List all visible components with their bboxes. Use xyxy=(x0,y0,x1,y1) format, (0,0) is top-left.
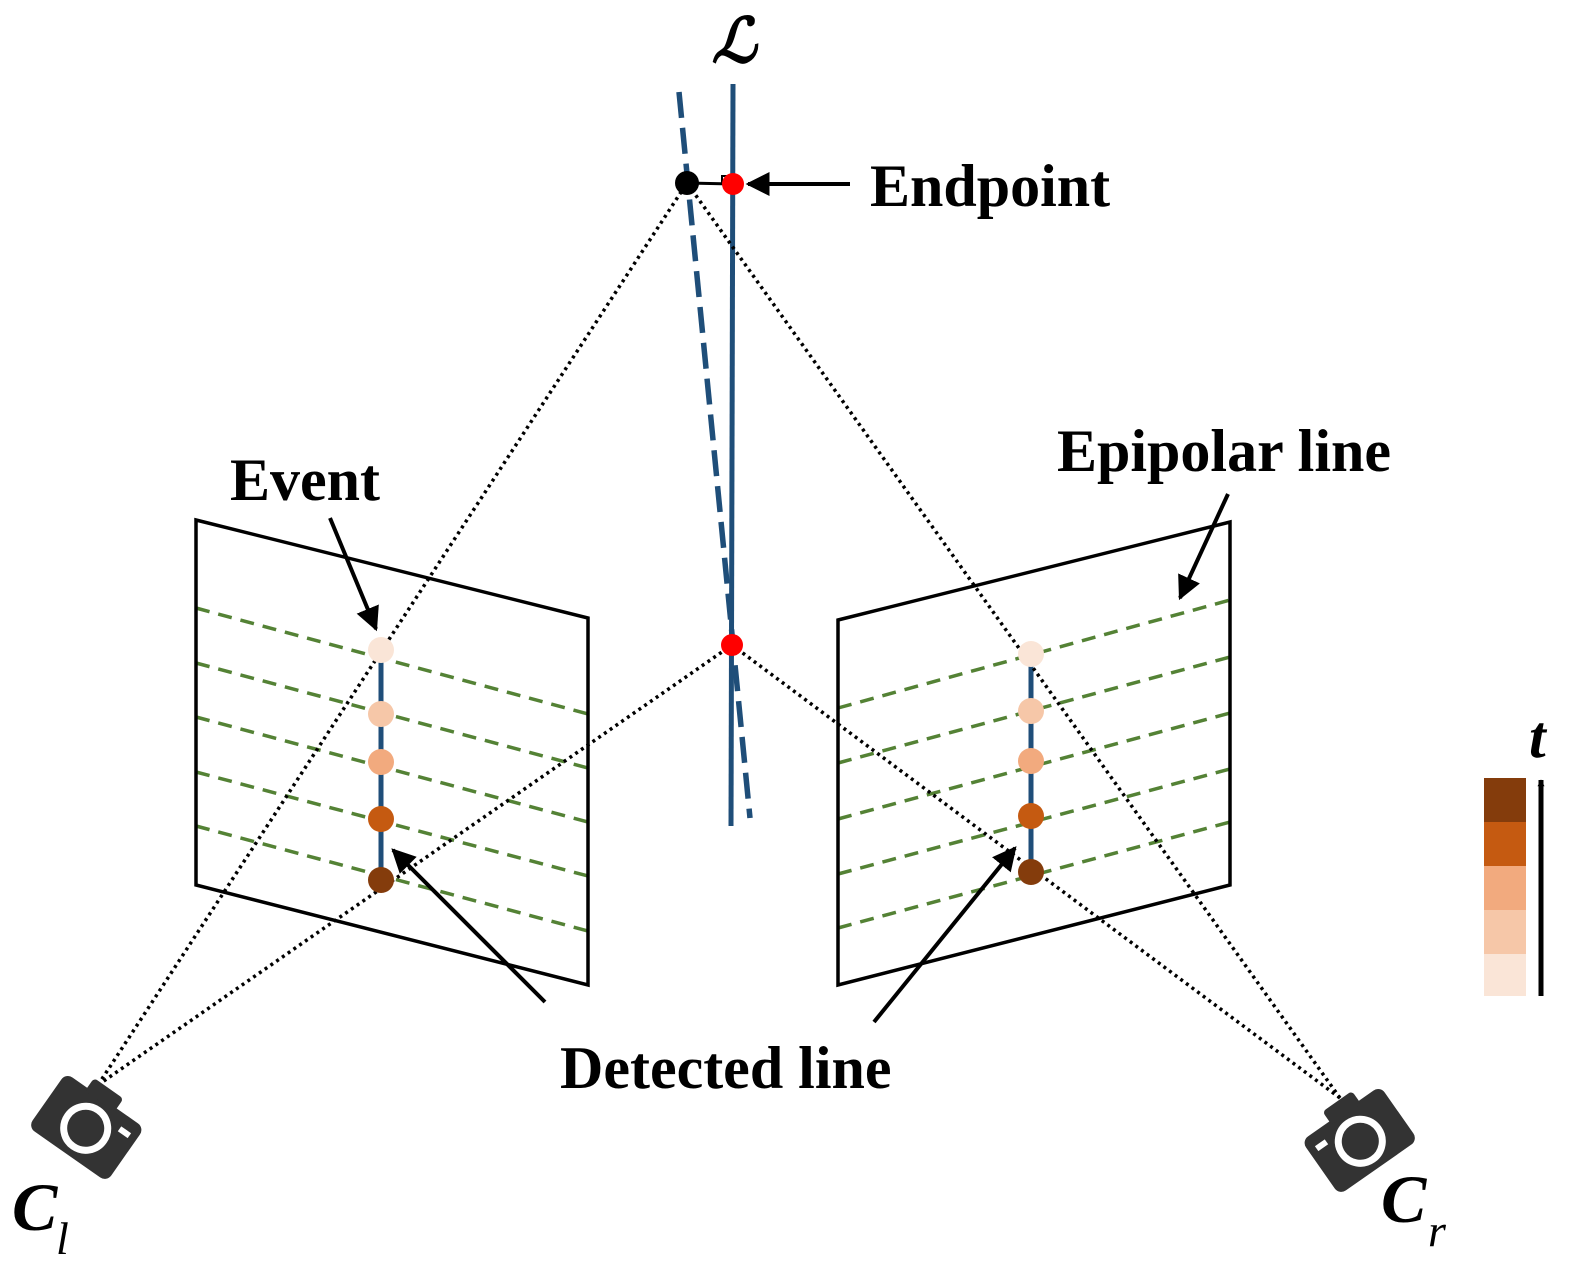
endpoint-dot-lower xyxy=(721,634,743,656)
event-dot xyxy=(368,867,394,893)
camera-left-subscript: l xyxy=(56,1213,69,1264)
right-plane-frame xyxy=(836,519,1232,988)
event-arrow xyxy=(328,517,379,632)
camera-flash xyxy=(117,1126,132,1139)
camera-icon xyxy=(1304,1089,1415,1192)
camera-lens xyxy=(60,1102,112,1154)
detected-line-arrow-left xyxy=(391,848,547,1004)
3d-line-dashed xyxy=(676,91,753,819)
event-dot xyxy=(368,701,394,727)
camera-icon xyxy=(31,1076,142,1179)
epipolar-line xyxy=(195,606,589,716)
event-dot xyxy=(368,806,394,832)
endpoint-dot xyxy=(722,173,744,195)
camera-flash xyxy=(1314,1139,1329,1152)
detected-line-label: Detected line xyxy=(560,1035,892,1101)
projection-rays xyxy=(96,181,1342,1100)
time-swatch xyxy=(1484,778,1526,822)
projection-ray xyxy=(685,181,1342,1100)
event-dot xyxy=(368,637,394,663)
epipolar-arrow xyxy=(1178,493,1230,601)
left-events xyxy=(368,637,394,893)
endpoint-label: Endpoint xyxy=(870,153,1110,219)
line-symbol-label: ℒ xyxy=(712,8,759,76)
event-label: Event xyxy=(230,447,380,513)
projected-point xyxy=(675,171,699,195)
projection-ray xyxy=(97,643,733,1087)
3d-line-solid xyxy=(728,83,736,827)
camera-body xyxy=(1304,1089,1415,1192)
camera-right-subscript: r xyxy=(1428,1205,1447,1256)
camera-left-label: C xyxy=(12,1169,58,1245)
event-dot xyxy=(1018,859,1044,885)
time-scale xyxy=(1484,778,1545,996)
detected-line-arrow-right xyxy=(872,846,1017,1024)
event-dot xyxy=(1018,748,1044,774)
epipolar-line-label: Epipolar line xyxy=(1057,418,1391,484)
camera-right-label: C xyxy=(1381,1161,1427,1237)
left-image-plane xyxy=(194,517,590,988)
right-events xyxy=(1018,641,1044,885)
event-dot xyxy=(1018,698,1044,724)
event-dot xyxy=(1018,803,1044,829)
time-axis-label: t xyxy=(1529,704,1548,770)
camera-top xyxy=(86,1079,122,1111)
camera-top xyxy=(1324,1092,1360,1124)
camera-body xyxy=(31,1076,142,1179)
epipolar-line xyxy=(195,715,589,824)
time-swatch xyxy=(1484,954,1526,996)
left-plane-frame xyxy=(194,517,590,988)
camera-lens xyxy=(1334,1115,1386,1167)
time-swatch xyxy=(1484,822,1526,866)
time-swatch xyxy=(1484,910,1526,954)
event-dot xyxy=(1018,641,1044,667)
time-swatch xyxy=(1484,866,1526,910)
event-dot xyxy=(368,749,394,775)
projection-ray xyxy=(96,182,689,1086)
